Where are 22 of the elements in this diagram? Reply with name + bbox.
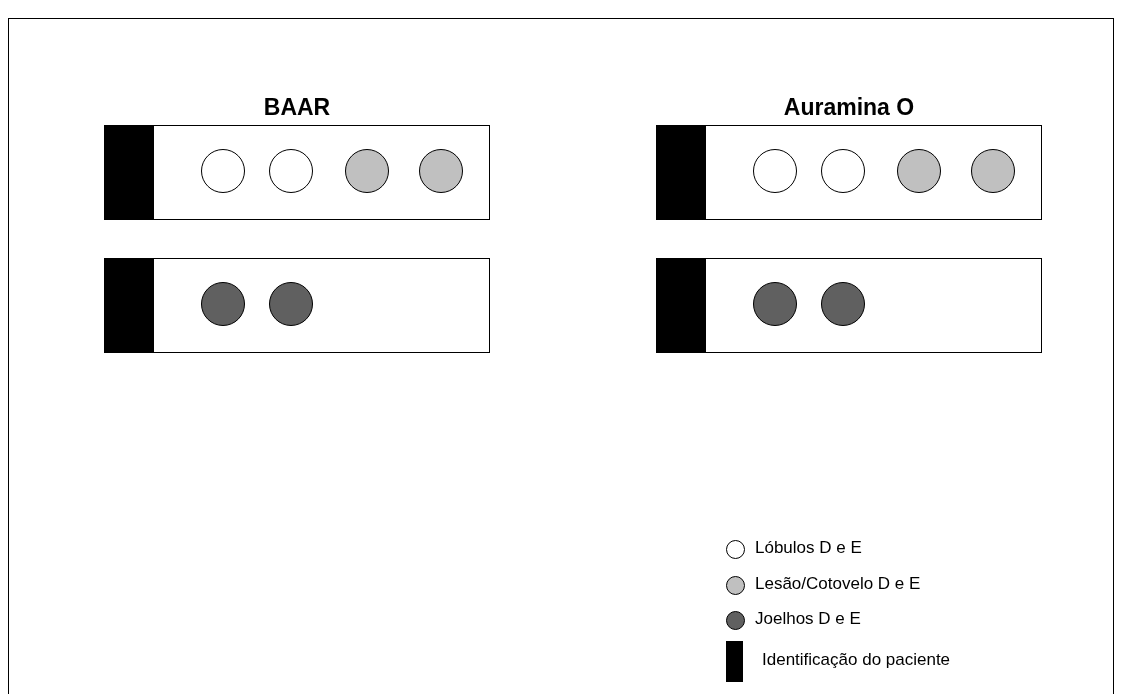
sample-circle [897, 149, 941, 193]
slide-box [656, 125, 1042, 220]
slide-box [104, 258, 490, 353]
sample-circle [269, 282, 313, 326]
slide-box [656, 258, 1042, 353]
legend-text: Identificação do paciente [762, 650, 951, 670]
sample-circle [201, 282, 245, 326]
sample-circle [269, 149, 313, 193]
sample-circle [971, 149, 1015, 193]
sample-circle [753, 282, 797, 326]
sample-circle [821, 282, 865, 326]
sample-circle [201, 149, 245, 193]
sample-circle [821, 149, 865, 193]
sample-circle [345, 149, 389, 193]
legend-text: Lesão/Cotovelo D e E [755, 574, 921, 594]
sample-circle [753, 149, 797, 193]
slide-box [104, 125, 490, 220]
legend-text: Joelhos D e E [755, 609, 861, 629]
legend-text: Lóbulos D e E [755, 538, 862, 558]
column-heading: Auramina O [782, 94, 916, 121]
sample-circle [419, 149, 463, 193]
column-heading: BAAR [262, 94, 332, 121]
